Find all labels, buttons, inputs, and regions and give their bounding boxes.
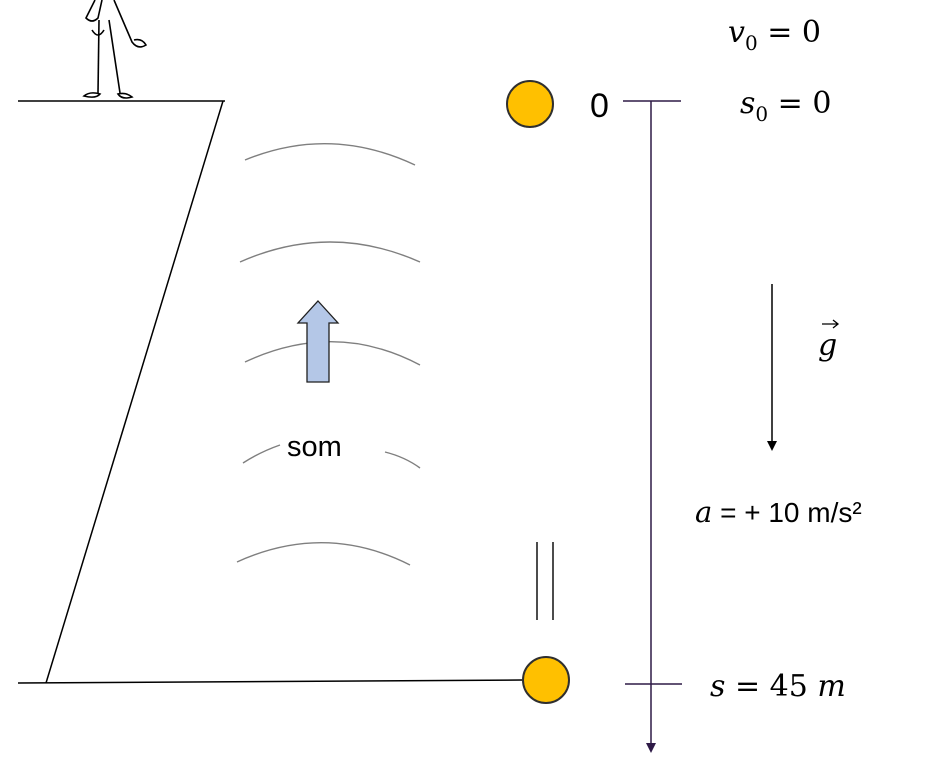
cliff (17, 100, 523, 684)
initial-position-label: s0 = 0 (740, 86, 831, 126)
cliff-face (45, 100, 224, 684)
initial-velocity-label: v0 = 0 (728, 15, 821, 55)
sound-label: som (287, 431, 342, 463)
sound-wave-2 (239, 241, 421, 263)
figure-left-leg (97, 19, 100, 94)
sound-wave-5 (236, 542, 411, 566)
origin-tick-label: 0 (590, 87, 609, 125)
gravity-symbol: g (818, 328, 837, 363)
figure-left-foot (82, 92, 102, 98)
position-axis (623, 100, 682, 753)
figure-right-foot (116, 92, 134, 99)
ball-at-ground (522, 656, 570, 704)
sound-wave-3 (244, 341, 421, 366)
ground-line (17, 679, 523, 684)
final-position-label: s = 45 m (710, 669, 846, 704)
sound-waves (236, 143, 421, 566)
vector-arrow-icon (822, 319, 840, 329)
gravity-label: g (818, 319, 840, 363)
stick-figure (82, 0, 148, 99)
ball-at-origin (506, 80, 554, 128)
sound-direction-arrow (296, 300, 340, 383)
sound-wave-1 (244, 143, 416, 166)
figure-hand-detail (91, 29, 105, 36)
sound-wave-4-right (384, 451, 421, 469)
sound-wave-4-left (242, 444, 281, 464)
figure-right-leg (108, 19, 121, 94)
acceleration-label: a = + 10 m/s² (695, 495, 862, 529)
falling-motion-lines (536, 542, 554, 620)
figure-left-arm (85, 0, 103, 22)
figure-right-arm (113, 0, 148, 48)
